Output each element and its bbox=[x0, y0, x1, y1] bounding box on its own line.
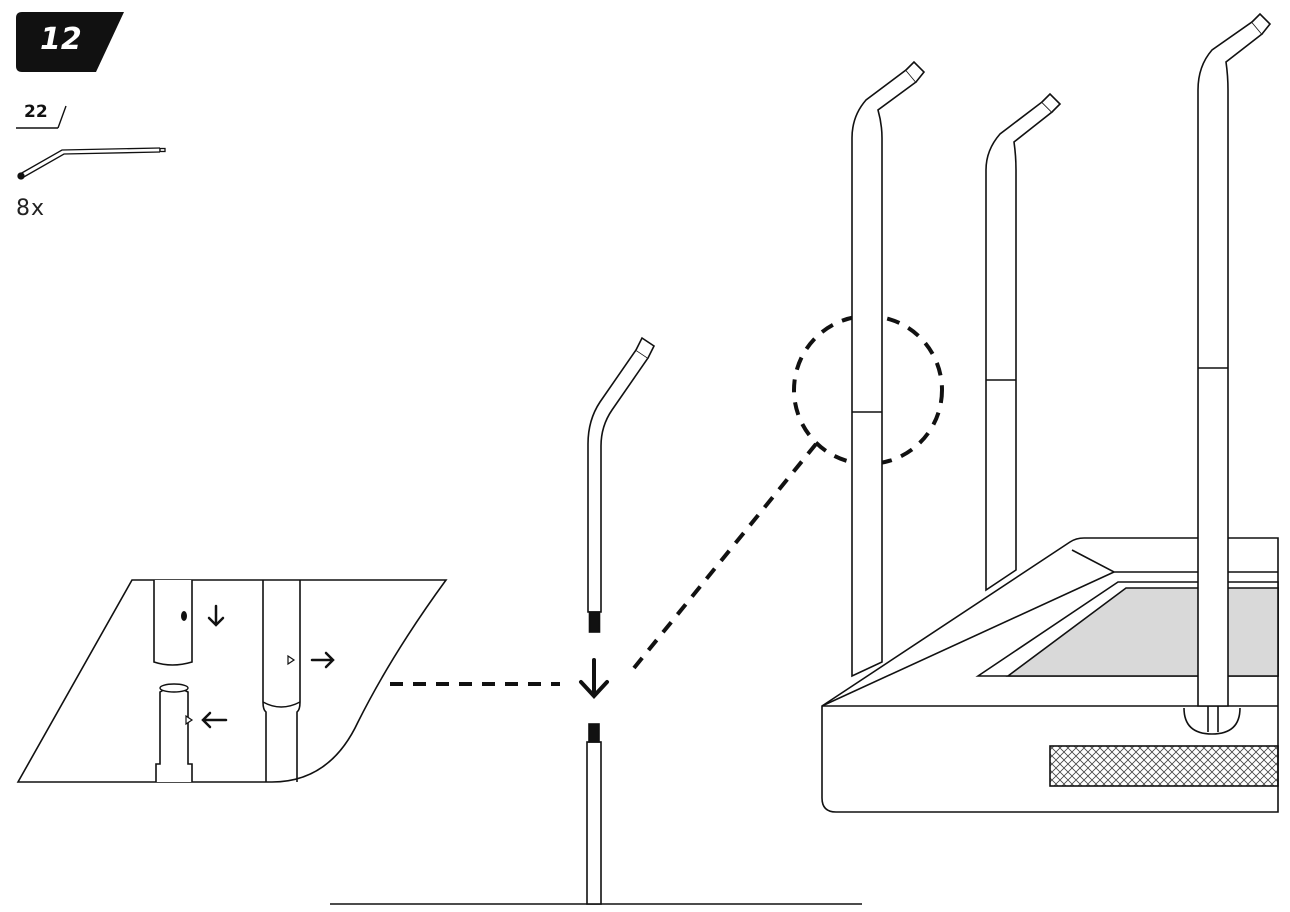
arrow-down-icon bbox=[207, 604, 225, 627]
step-number: 12 bbox=[40, 22, 82, 57]
part-quantity: 8x bbox=[16, 196, 46, 221]
arrow-right-icon bbox=[310, 651, 335, 669]
upper-pole bbox=[587, 336, 656, 633]
enclosure-pole bbox=[1197, 12, 1272, 732]
step-badge bbox=[16, 12, 124, 72]
safety-pad-mesh bbox=[1049, 745, 1279, 787]
detail-inset bbox=[16, 579, 448, 783]
part-thumbnail bbox=[17, 147, 166, 180]
arrow-down-icon bbox=[579, 658, 609, 699]
part-tag bbox=[16, 105, 67, 129]
part-number: 22 bbox=[24, 102, 48, 122]
bottom-pole bbox=[586, 723, 602, 905]
enclosure-pole bbox=[985, 92, 1062, 592]
enclosure-pole bbox=[851, 60, 926, 678]
arrow-left-icon bbox=[201, 711, 228, 729]
